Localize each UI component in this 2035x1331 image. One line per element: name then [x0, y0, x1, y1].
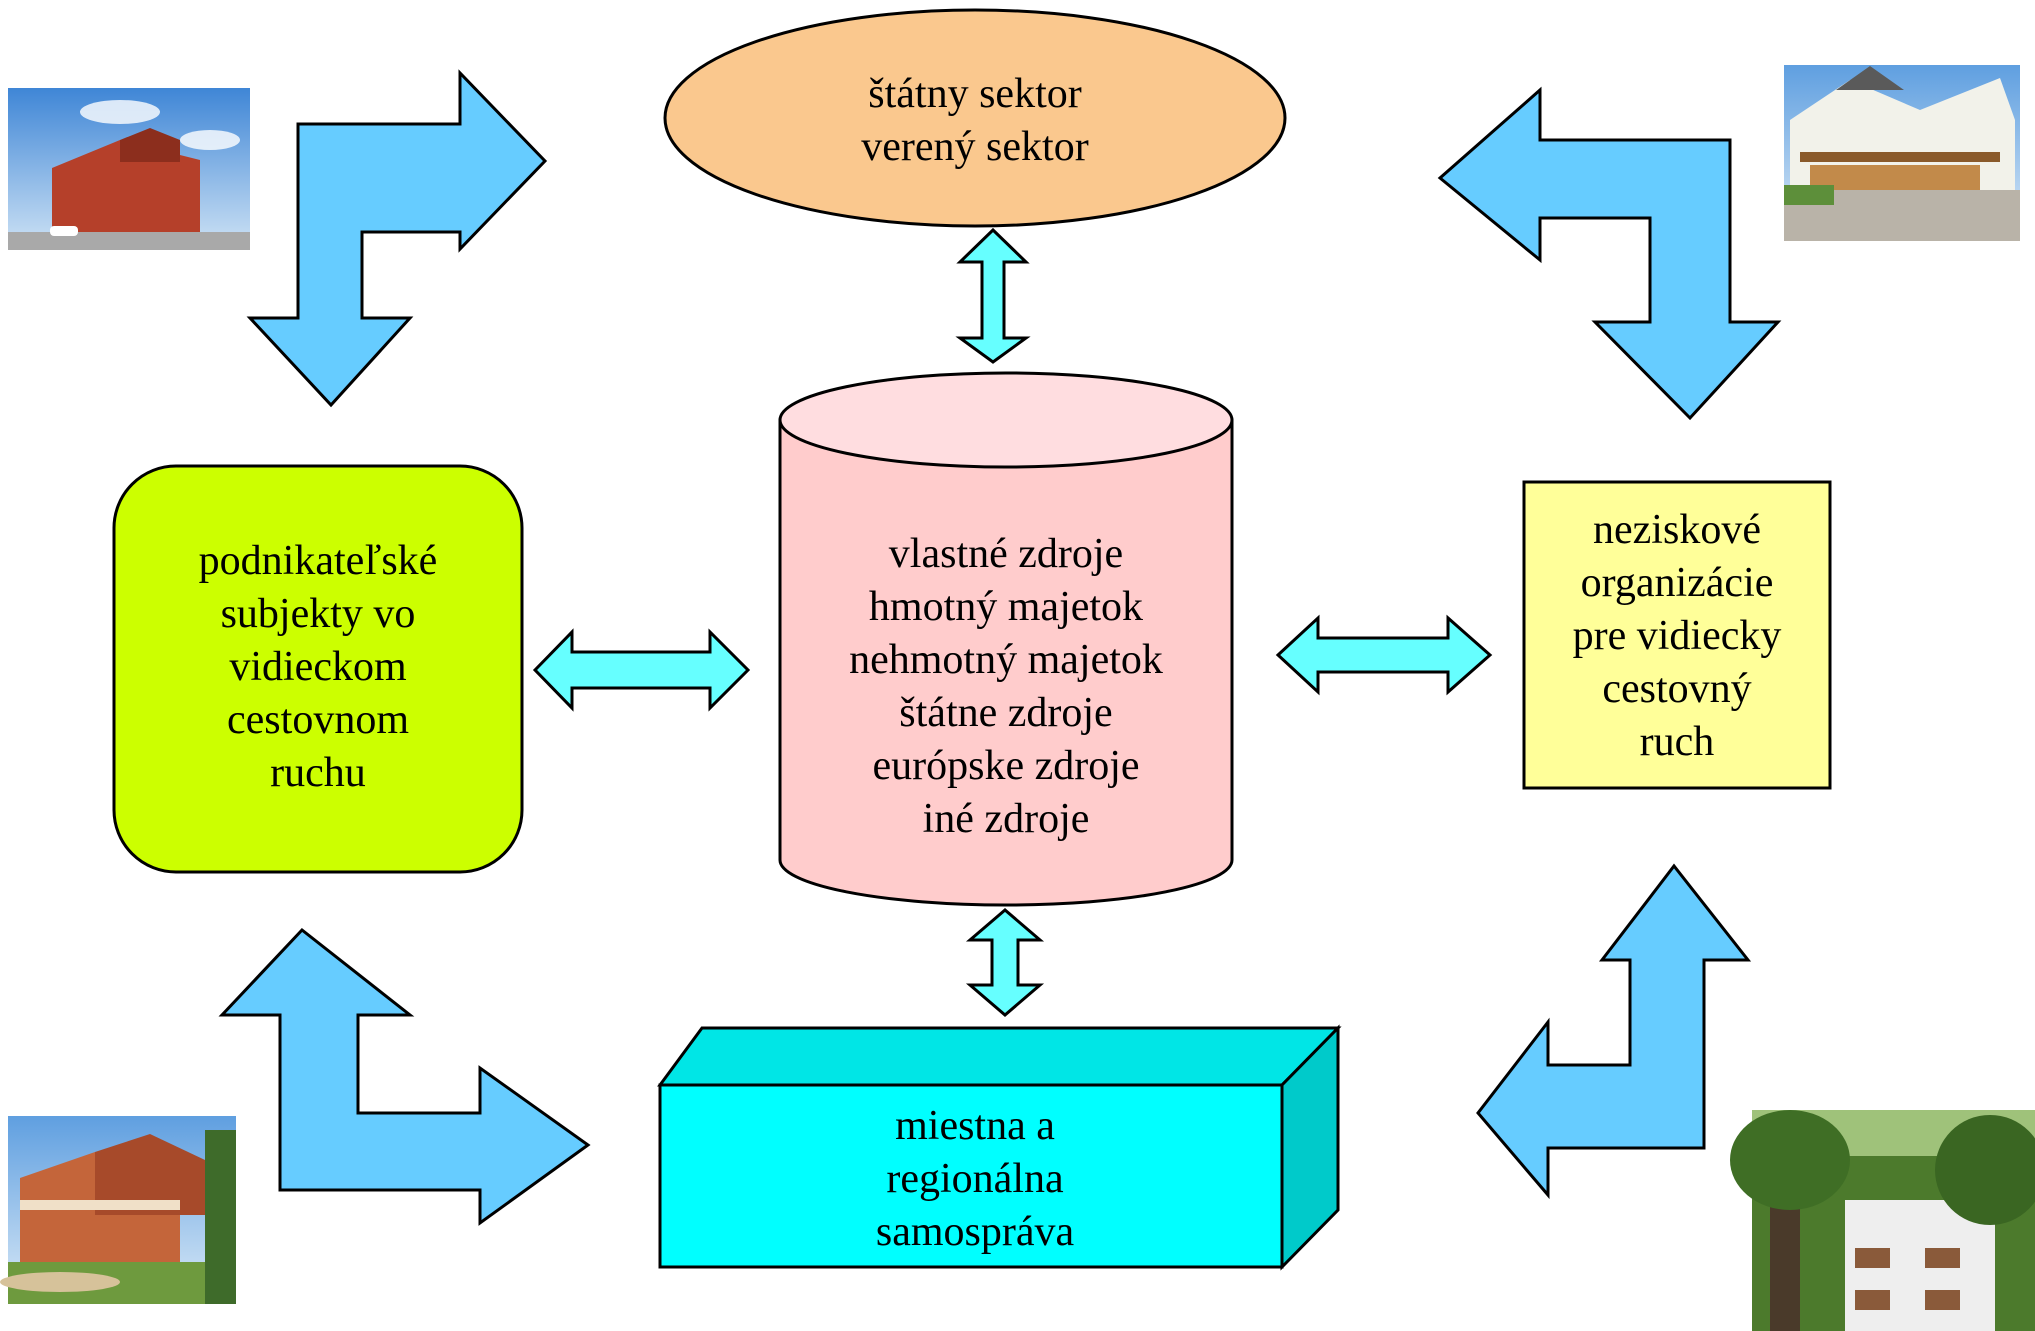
- nonprofit-line: ruch: [1639, 719, 1715, 765]
- bent-arrow-bottom-right-icon: [1476, 863, 1752, 1200]
- bent-arrow-top-right-icon: [1437, 86, 1782, 421]
- apartment-building-in-trees-photo: [1730, 1110, 2035, 1331]
- self-government-line: samospráva: [875, 1209, 1075, 1255]
- nonprofit-organizations-box: [1522, 480, 1832, 790]
- nonprofit-line: pre vidiecky: [1572, 613, 1782, 659]
- double-arrow-horizontal-left-icon: [532, 628, 751, 712]
- business-line: podnikateľské: [198, 538, 438, 584]
- self-government-line: miestna a: [895, 1103, 1055, 1149]
- resources-label: vlastné zdroje hmotný majetok nehmotný m…: [790, 528, 1222, 846]
- state-sector-ellipse: [663, 8, 1287, 228]
- nonprofit-line: neziskové: [1593, 507, 1761, 553]
- resources-cylinder: [778, 371, 1234, 907]
- bent-arrow-top-left-icon: [246, 69, 548, 408]
- business-line: ruchu: [270, 750, 366, 796]
- business-line: cestovnom: [227, 697, 409, 743]
- red-historic-building-photo: [8, 88, 250, 250]
- business-line: subjekty vo: [220, 591, 416, 637]
- red-roof-hotel-photo: [0, 1116, 236, 1304]
- business-subjects-label: podnikateľské subjekty vo vidieckom cest…: [124, 535, 512, 800]
- self-government-prism: [657, 1024, 1342, 1271]
- business-subjects-box: [112, 464, 524, 874]
- resources-line: štátne zdroje: [899, 690, 1113, 736]
- state-sector-line: verený sektor: [861, 124, 1089, 170]
- bent-arrow-bottom-left-icon: [218, 927, 591, 1226]
- double-arrow-vertical-bottom-icon: [965, 908, 1045, 1017]
- business-line: vidieckom: [229, 644, 407, 690]
- double-arrow-vertical-top-icon: [955, 227, 1031, 364]
- nonprofit-line: cestovný: [1602, 666, 1752, 712]
- resources-line: vlastné zdroje: [888, 531, 1124, 577]
- resources-line: hmotný majetok: [868, 584, 1144, 630]
- nonprofit-line: organizácie: [1580, 560, 1774, 606]
- resources-line: európske zdroje: [872, 743, 1140, 789]
- state-sector-line: štátny sektor: [868, 71, 1082, 117]
- resources-line: nehmotný majetok: [849, 637, 1163, 683]
- self-government-line: regionálna: [886, 1156, 1064, 1202]
- resources-line: iné zdroje: [922, 796, 1090, 842]
- guesthouse-with-terrace-photo: [1784, 65, 2020, 241]
- self-government-label: miestna a regionálna samospráva: [700, 1100, 1250, 1259]
- double-arrow-horizontal-right-icon: [1275, 614, 1493, 696]
- state-sector-label: štátny sektor verený sektor: [700, 68, 1250, 174]
- nonprofit-organizations-label: neziskové organizácie pre vidiecky cesto…: [1530, 504, 1824, 769]
